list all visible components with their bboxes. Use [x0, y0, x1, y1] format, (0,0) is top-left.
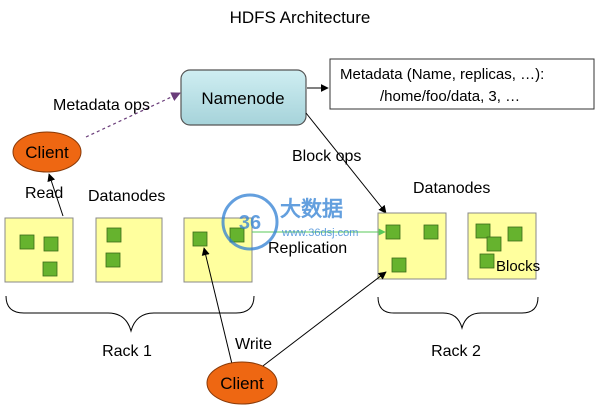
replication-label: Replication — [268, 240, 347, 257]
block — [43, 236, 59, 252]
block — [192, 231, 208, 247]
block — [105, 252, 121, 268]
client-bottom-node — [206, 361, 278, 405]
watermark-brand: 大数据 — [280, 198, 343, 221]
block-ops-label: Block ops — [292, 148, 361, 165]
datanodes-right-label: Datanodes — [413, 180, 490, 197]
rack2-label: Rack 2 — [431, 343, 481, 360]
block — [42, 261, 58, 277]
read-arrow — [47, 173, 64, 217]
datanode-rack2-1 — [377, 212, 447, 280]
datanode-rack1-2 — [95, 217, 163, 283]
block-ops-arrow — [305, 112, 387, 214]
watermark-number: 36 — [239, 212, 261, 234]
block — [391, 257, 407, 273]
diagram-title: HDFS Architecture — [230, 8, 371, 27]
client-top-label: Client — [25, 143, 69, 162]
read-label: Read — [25, 185, 63, 202]
metadata-line-2: /home/foo/data, 3, … — [380, 88, 520, 105]
block — [19, 234, 35, 250]
metadata-line-1: Metadata (Name, replicas, …): — [340, 66, 544, 83]
namenode-box — [180, 69, 307, 126]
metadata-ops-arrow — [85, 92, 181, 138]
rack1-label: Rack 1 — [102, 343, 152, 360]
block — [475, 223, 491, 239]
blocks-label: Blocks — [496, 258, 540, 275]
block — [106, 227, 122, 243]
datanodes-left-label: Datanodes — [88, 188, 165, 205]
write-label: Write — [235, 336, 272, 353]
watermark-logo-icon — [221, 193, 279, 251]
datanode-rack1-1 — [4, 217, 74, 283]
client-top-node — [12, 131, 82, 173]
write-arrow-rack2 — [254, 271, 387, 373]
metadata-box — [329, 58, 595, 110]
watermark: 36 大数据 www.36dsj.com — [221, 193, 358, 251]
block — [229, 227, 245, 243]
namenode-label: Namenode — [201, 89, 284, 108]
block — [423, 224, 439, 240]
block — [486, 236, 502, 252]
block — [507, 226, 523, 242]
write-arrow-rack1 — [201, 247, 233, 365]
block — [479, 253, 495, 269]
metadata-ops-label: Metadata ops — [53, 97, 150, 114]
client-bottom-label: Client — [220, 374, 264, 393]
watermark-url: www.36dsj.com — [281, 227, 358, 239]
block — [385, 224, 401, 240]
rack1-brace — [5, 295, 255, 333]
rack2-brace — [377, 296, 539, 330]
